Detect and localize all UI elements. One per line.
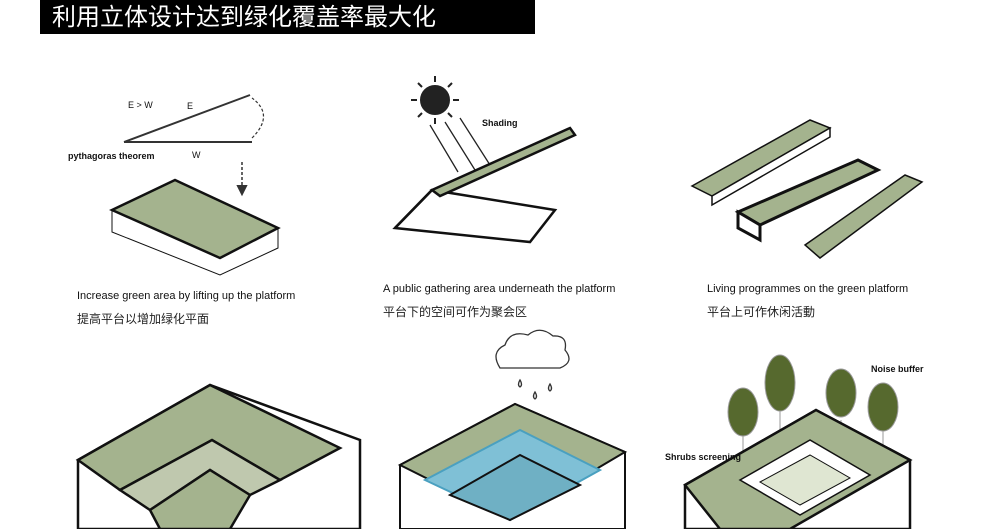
label-shading: Shading bbox=[482, 118, 518, 128]
pythagoras-diagram bbox=[123, 94, 265, 197]
sun-icon bbox=[411, 76, 491, 173]
caption-1: Increase green area by lifting up the pl… bbox=[77, 290, 296, 302]
caption-1-cn: 提高平台以增加绿化平面 bbox=[77, 312, 210, 326]
label-pythagoras: pythagoras theorem bbox=[68, 151, 155, 161]
lifted-platform bbox=[109, 178, 281, 276]
sunken-garden bbox=[683, 408, 913, 529]
label-noise-buffer: Noise buffer bbox=[871, 364, 924, 374]
rain-cloud bbox=[495, 329, 570, 400]
caption-2-cn: 平台下的空间可作为聚会区 bbox=[383, 305, 528, 319]
label-e-greater-w: E > W bbox=[128, 100, 153, 110]
trees bbox=[727, 354, 899, 460]
caption-2: A public gathering area underneath the p… bbox=[383, 283, 616, 295]
water-terraces bbox=[397, 402, 628, 529]
page-title: 利用立体设计达到绿化覆盖率最大化 bbox=[40, 0, 535, 34]
caption-3: Living programmes on the green platform bbox=[707, 283, 909, 295]
terraced-courtyard bbox=[75, 383, 362, 529]
label-shrubs-screening: Shrubs screening bbox=[665, 452, 742, 462]
label-w: W bbox=[192, 150, 201, 160]
label-e: E bbox=[187, 101, 194, 111]
shading-platform bbox=[392, 126, 577, 244]
caption-3-cn: 平台上可作休闲活動 bbox=[707, 305, 816, 319]
green-ramps bbox=[690, 119, 924, 259]
